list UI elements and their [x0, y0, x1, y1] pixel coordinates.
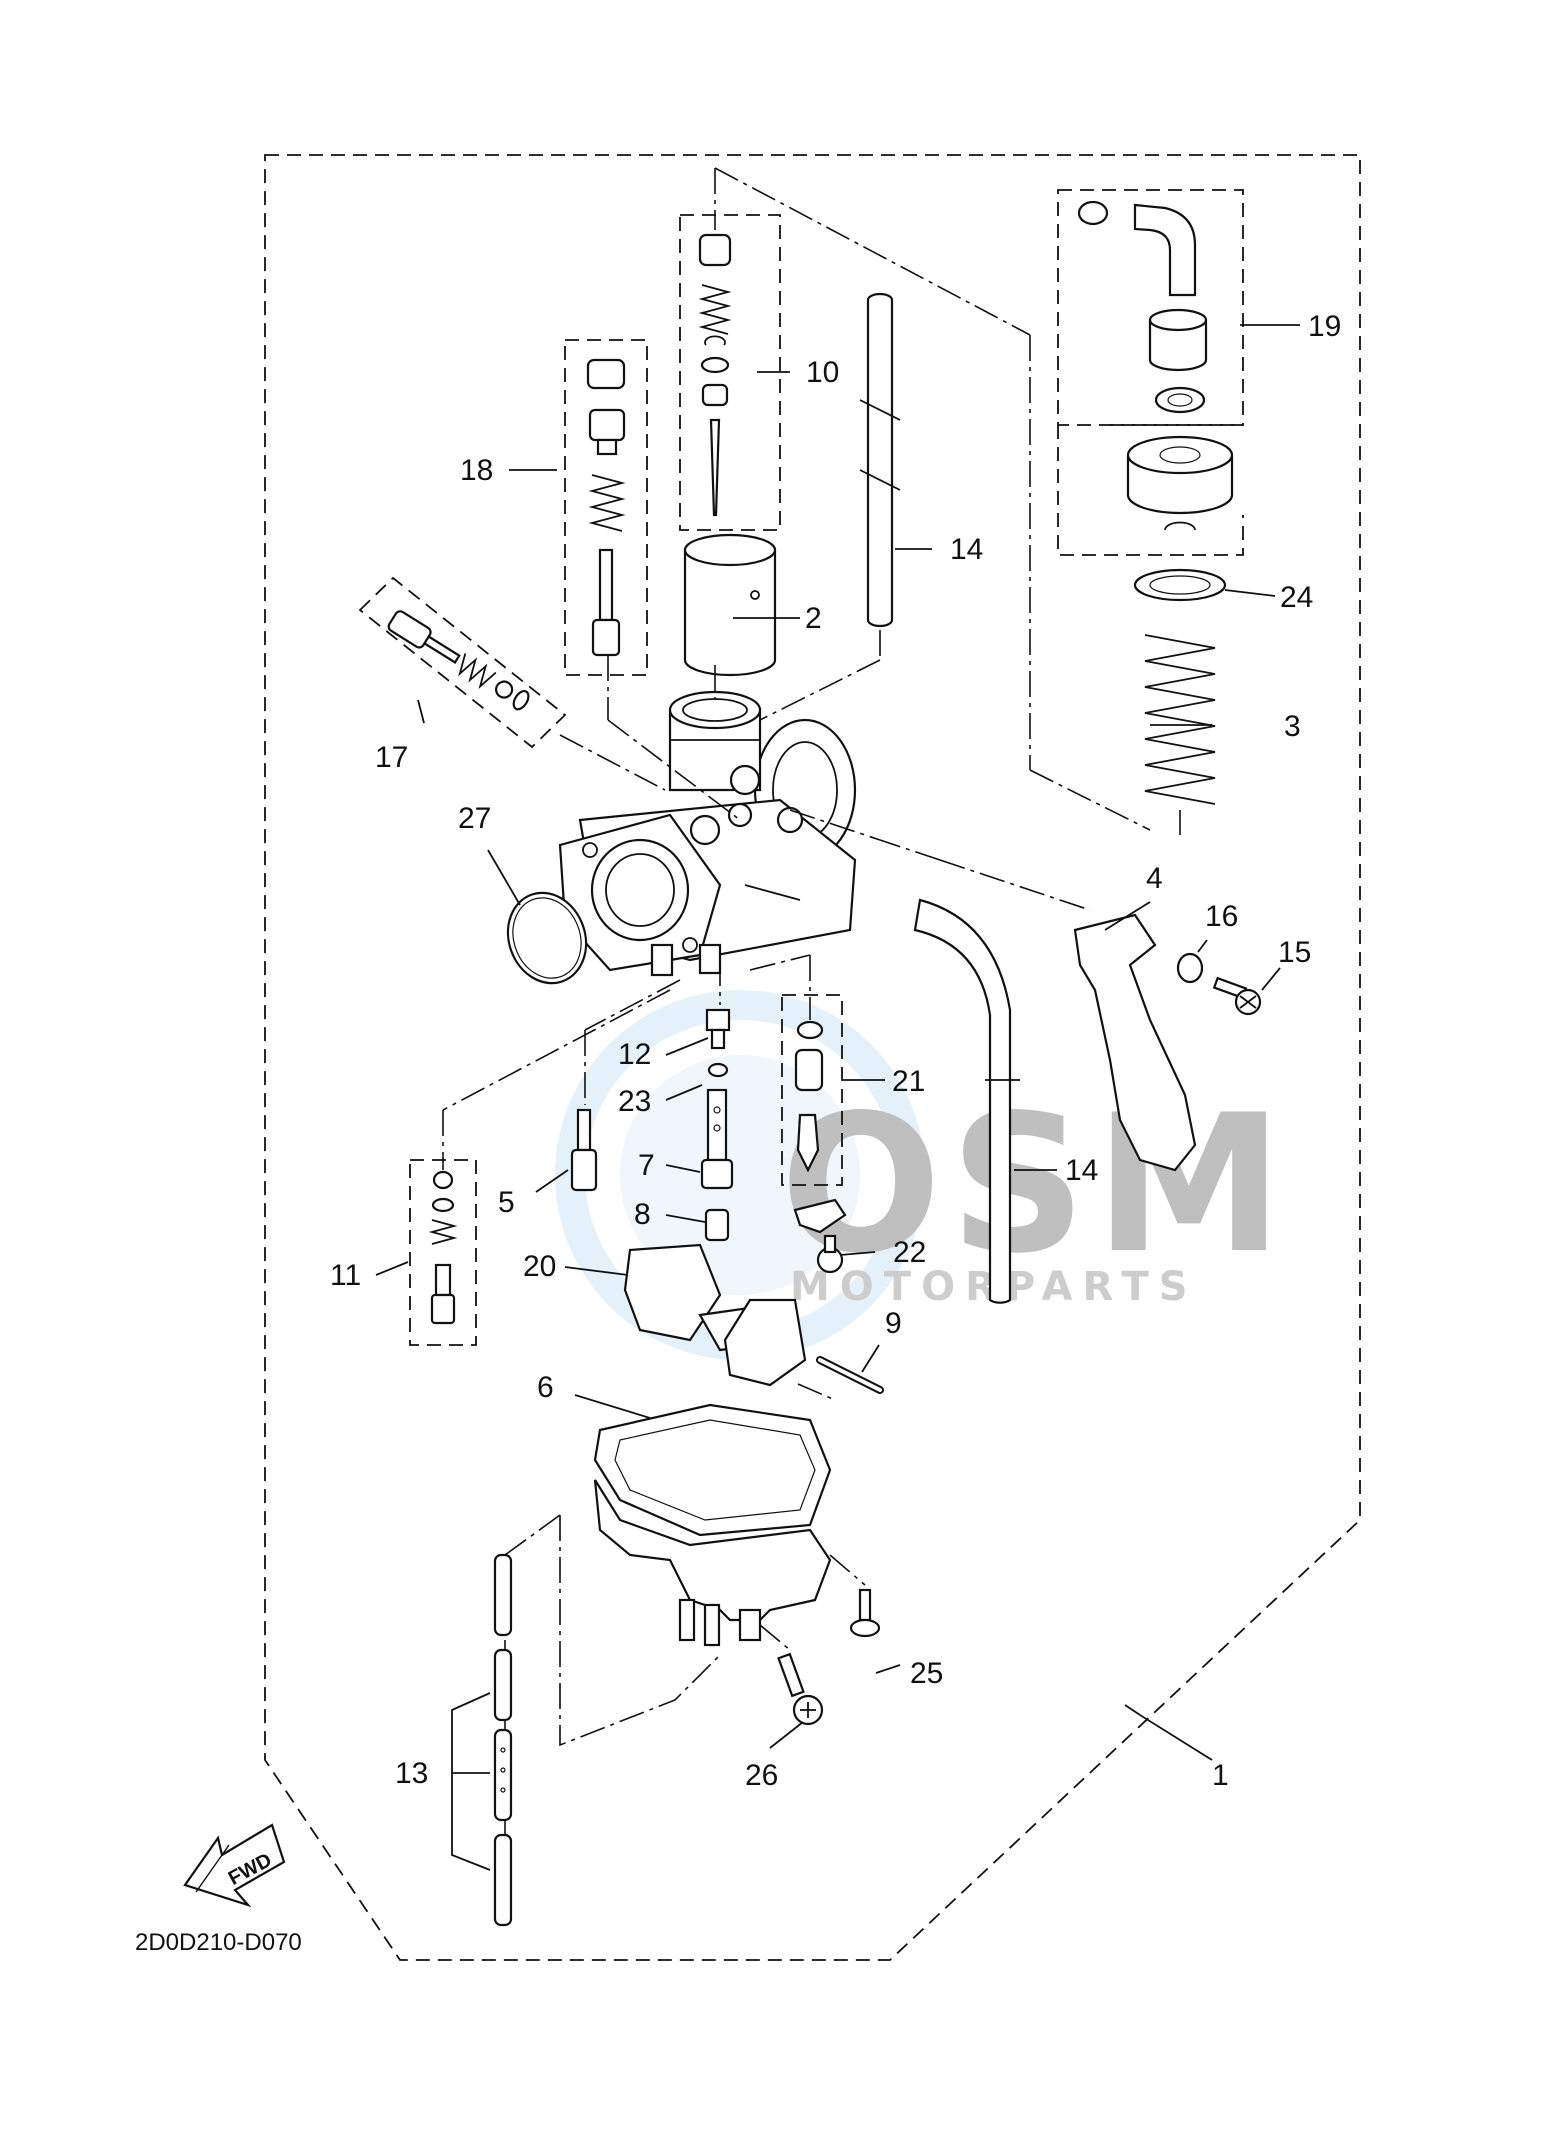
- callout-11: 11: [330, 1259, 361, 1292]
- callout-10: 10: [806, 356, 839, 389]
- callout-2: 2: [805, 602, 822, 635]
- washer-16: [1176, 952, 1204, 984]
- o-ring-23: [707, 1062, 729, 1078]
- callout-24: 24: [1280, 581, 1313, 614]
- screw-25: [849, 1588, 881, 1638]
- drain-hoses-13: [493, 1553, 513, 1927]
- callout-21: 21: [892, 1065, 925, 1098]
- leader-lines: [442, 167, 1181, 1835]
- needle-jet-12: [705, 1008, 731, 1050]
- callout-16: 16: [1205, 900, 1238, 933]
- throttle-valve-2: [683, 533, 777, 677]
- callout-15: 15: [1278, 936, 1311, 969]
- main-nozzle-7: [700, 1088, 734, 1190]
- throttle-stop-kit-18: [586, 358, 626, 657]
- callout-17: 17: [375, 741, 408, 774]
- watermark-sub: MOTORPARTS: [790, 1264, 1198, 1310]
- needle-valve-kit-21: [794, 1020, 824, 1173]
- group-box-17: [358, 576, 567, 749]
- float-bowl: [593, 1479, 832, 1647]
- callout-26: 26: [745, 1759, 778, 1792]
- carburetor-body: [558, 690, 857, 977]
- main-jet-8: [704, 1208, 730, 1242]
- callout-20: 20: [523, 1250, 556, 1283]
- callout-6: 6: [537, 1371, 554, 1404]
- callout-14-upper: 14: [950, 533, 983, 566]
- o-ring-27: [506, 891, 588, 985]
- callout-22: 22: [893, 1236, 926, 1269]
- callout-27: 27: [458, 802, 491, 835]
- float-20: [623, 1243, 807, 1387]
- callout-12: 12: [618, 1038, 651, 1071]
- top-cap-kit-19: [1077, 200, 1234, 531]
- callout-4: 4: [1146, 862, 1163, 895]
- screw-15: [1212, 976, 1262, 1016]
- washer-24: [1133, 568, 1227, 602]
- throttle-spring-3: [1144, 634, 1216, 805]
- throttle-lever-4: [1073, 913, 1197, 1172]
- group-box-10: [679, 214, 781, 531]
- callout-5: 5: [498, 1186, 515, 1219]
- fwd-arrow-icon: FWD: [183, 1823, 286, 1908]
- pilot-screw-kit-17: [387, 610, 530, 711]
- callout-leaders: [375, 324, 1300, 1871]
- callout-8: 8: [634, 1198, 651, 1231]
- retaining-clip-22: [793, 1198, 847, 1274]
- group-box-18: [564, 339, 648, 676]
- jet-needle-kit-10: [698, 233, 732, 517]
- callout-14-lower: 14: [1065, 1154, 1098, 1187]
- reference-code: 2D0D210-D070: [135, 1929, 302, 1956]
- callout-9: 9: [885, 1307, 902, 1340]
- pilot-jet-5: [570, 1108, 598, 1192]
- vent-hose-14-upper: [859, 292, 901, 628]
- callout-19: 19: [1308, 310, 1341, 343]
- group-box-19-lower: [1057, 424, 1244, 556]
- overflow-hose-14-lower: [913, 898, 1020, 1304]
- callout-7: 7: [638, 1149, 655, 1182]
- callout-18: 18: [460, 454, 493, 487]
- assembly-boundary: [264, 154, 1361, 1961]
- group-box-21: [781, 994, 843, 1186]
- callout-3: 3: [1284, 710, 1301, 743]
- watermark-brand: OSM: [780, 1074, 1291, 1295]
- callout-13: 13: [395, 1757, 428, 1790]
- callout-23: 23: [618, 1085, 651, 1118]
- callout-numbers: 1 2 3 4 5 6 7 8 9 10 11 12 13 14 14 15 1…: [330, 310, 1341, 1792]
- callout-1: 1: [1212, 1759, 1229, 1792]
- float-bowl-gasket-6: [593, 1403, 832, 1537]
- group-box-19: [1057, 189, 1244, 426]
- starter-plunger-kit-11: [428, 1170, 458, 1325]
- callout-25: 25: [910, 1657, 943, 1690]
- drain-screw-26: [777, 1652, 824, 1726]
